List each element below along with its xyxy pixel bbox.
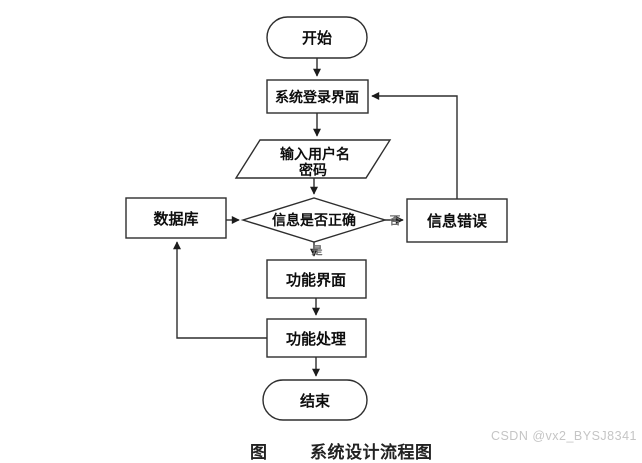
flowchart-page: { "page": { "background": "#ffffff", "ty… xyxy=(125,16,637,462)
error-node xyxy=(406,198,508,243)
end-node xyxy=(262,379,368,421)
edge-function-process-to-database xyxy=(173,241,267,339)
decision-node-label: 信息是否正确 xyxy=(272,212,356,229)
database-node xyxy=(125,197,227,239)
start-node xyxy=(266,16,368,59)
function-ui-node xyxy=(266,259,367,299)
function-process-node xyxy=(266,318,367,358)
login-node-label: 系统登录界面 xyxy=(275,89,359,106)
end-node-label: 结束 xyxy=(300,392,331,410)
database-node-label: 数据库 xyxy=(153,210,198,228)
csdn-watermark: CSDN @vx2_BYSJ8341 xyxy=(490,429,637,443)
decision-node xyxy=(240,197,388,243)
function-ui-node-label: 功能界面 xyxy=(286,271,346,289)
input-node-label-line2: 密码 xyxy=(298,162,327,179)
edge-error-to-login xyxy=(371,92,458,199)
edge-label-yes: 是 xyxy=(311,244,324,257)
input-node xyxy=(234,139,392,179)
start-node-label: 开始 xyxy=(302,29,332,47)
edge-label-no: 否 xyxy=(389,214,401,227)
figure-caption-title: 系统设计流程图 xyxy=(310,443,433,462)
flowchart-canvas: 开始 系统登录界面 输入用户名 密码 信息是否正确 数据库 信息错误 功能界面 … xyxy=(125,16,508,421)
error-node-label: 信息错误 xyxy=(427,212,488,230)
function-process-node-label: 功能处理 xyxy=(286,330,346,348)
figure-caption-prefix: 图 xyxy=(250,443,267,462)
input-node-label-line1: 输入用户名 xyxy=(280,146,350,163)
login-node xyxy=(266,79,369,114)
